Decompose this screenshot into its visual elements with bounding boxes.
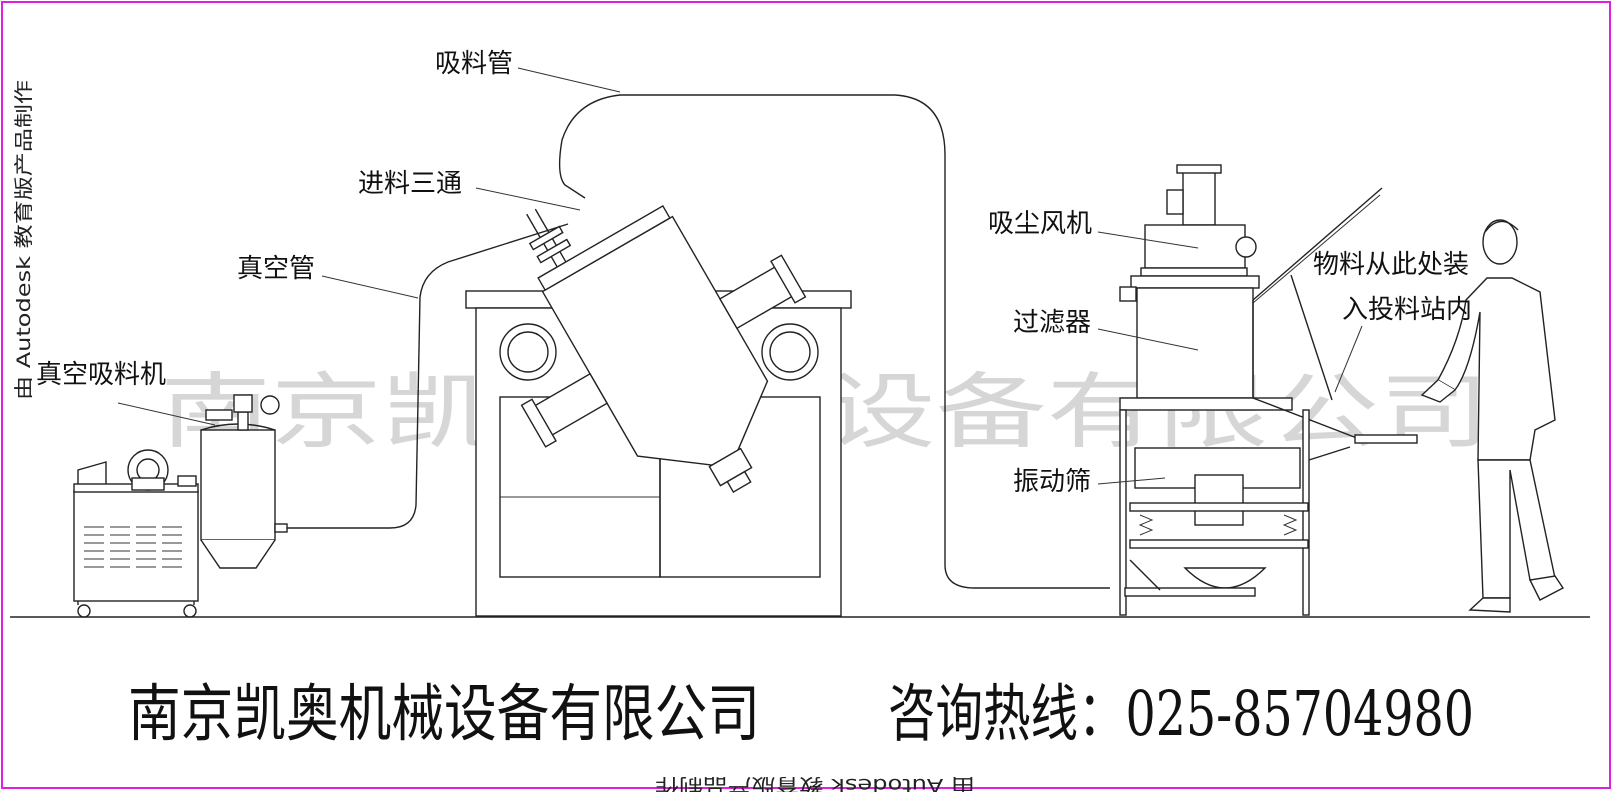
autodesk-stamp-left: 由 Autodesk 教育版产品制作 bbox=[13, 80, 35, 400]
feeding-station bbox=[1119, 164, 1418, 616]
label-filter: 过滤器 bbox=[1013, 308, 1091, 338]
footer-hotline: 咨询热线：025-85704980 bbox=[888, 677, 1474, 750]
footer-company: 南京凯奥机械设备有限公司 bbox=[128, 677, 760, 750]
label-feed-note-line2: 入投料站内 bbox=[1342, 295, 1472, 325]
leader-lines bbox=[117, 67, 1363, 485]
label-suction-pipe: 吸料管 bbox=[435, 49, 513, 79]
label-vibrating-sieve: 振动筛 bbox=[1013, 467, 1091, 497]
operator-figure bbox=[1420, 219, 1565, 613]
label-inlet-tee: 进料三通 bbox=[358, 169, 462, 199]
suction-pipe bbox=[558, 94, 1110, 589]
label-dust-fan: 吸尘风机 bbox=[988, 209, 1092, 239]
label-vacuum-pipe: 真空管 bbox=[237, 254, 315, 284]
label-vacuum-loader: 真空吸料机 bbox=[36, 360, 166, 390]
vacuum-loader-machine bbox=[73, 394, 288, 618]
autodesk-stamp-bottom: 由 Autodesk 教育版产品制作 bbox=[655, 774, 975, 792]
vacuum-pipe bbox=[287, 223, 569, 529]
mixer-vessel bbox=[520, 204, 807, 493]
label-feed-note-line1: 物料从此处装 bbox=[1313, 250, 1469, 280]
